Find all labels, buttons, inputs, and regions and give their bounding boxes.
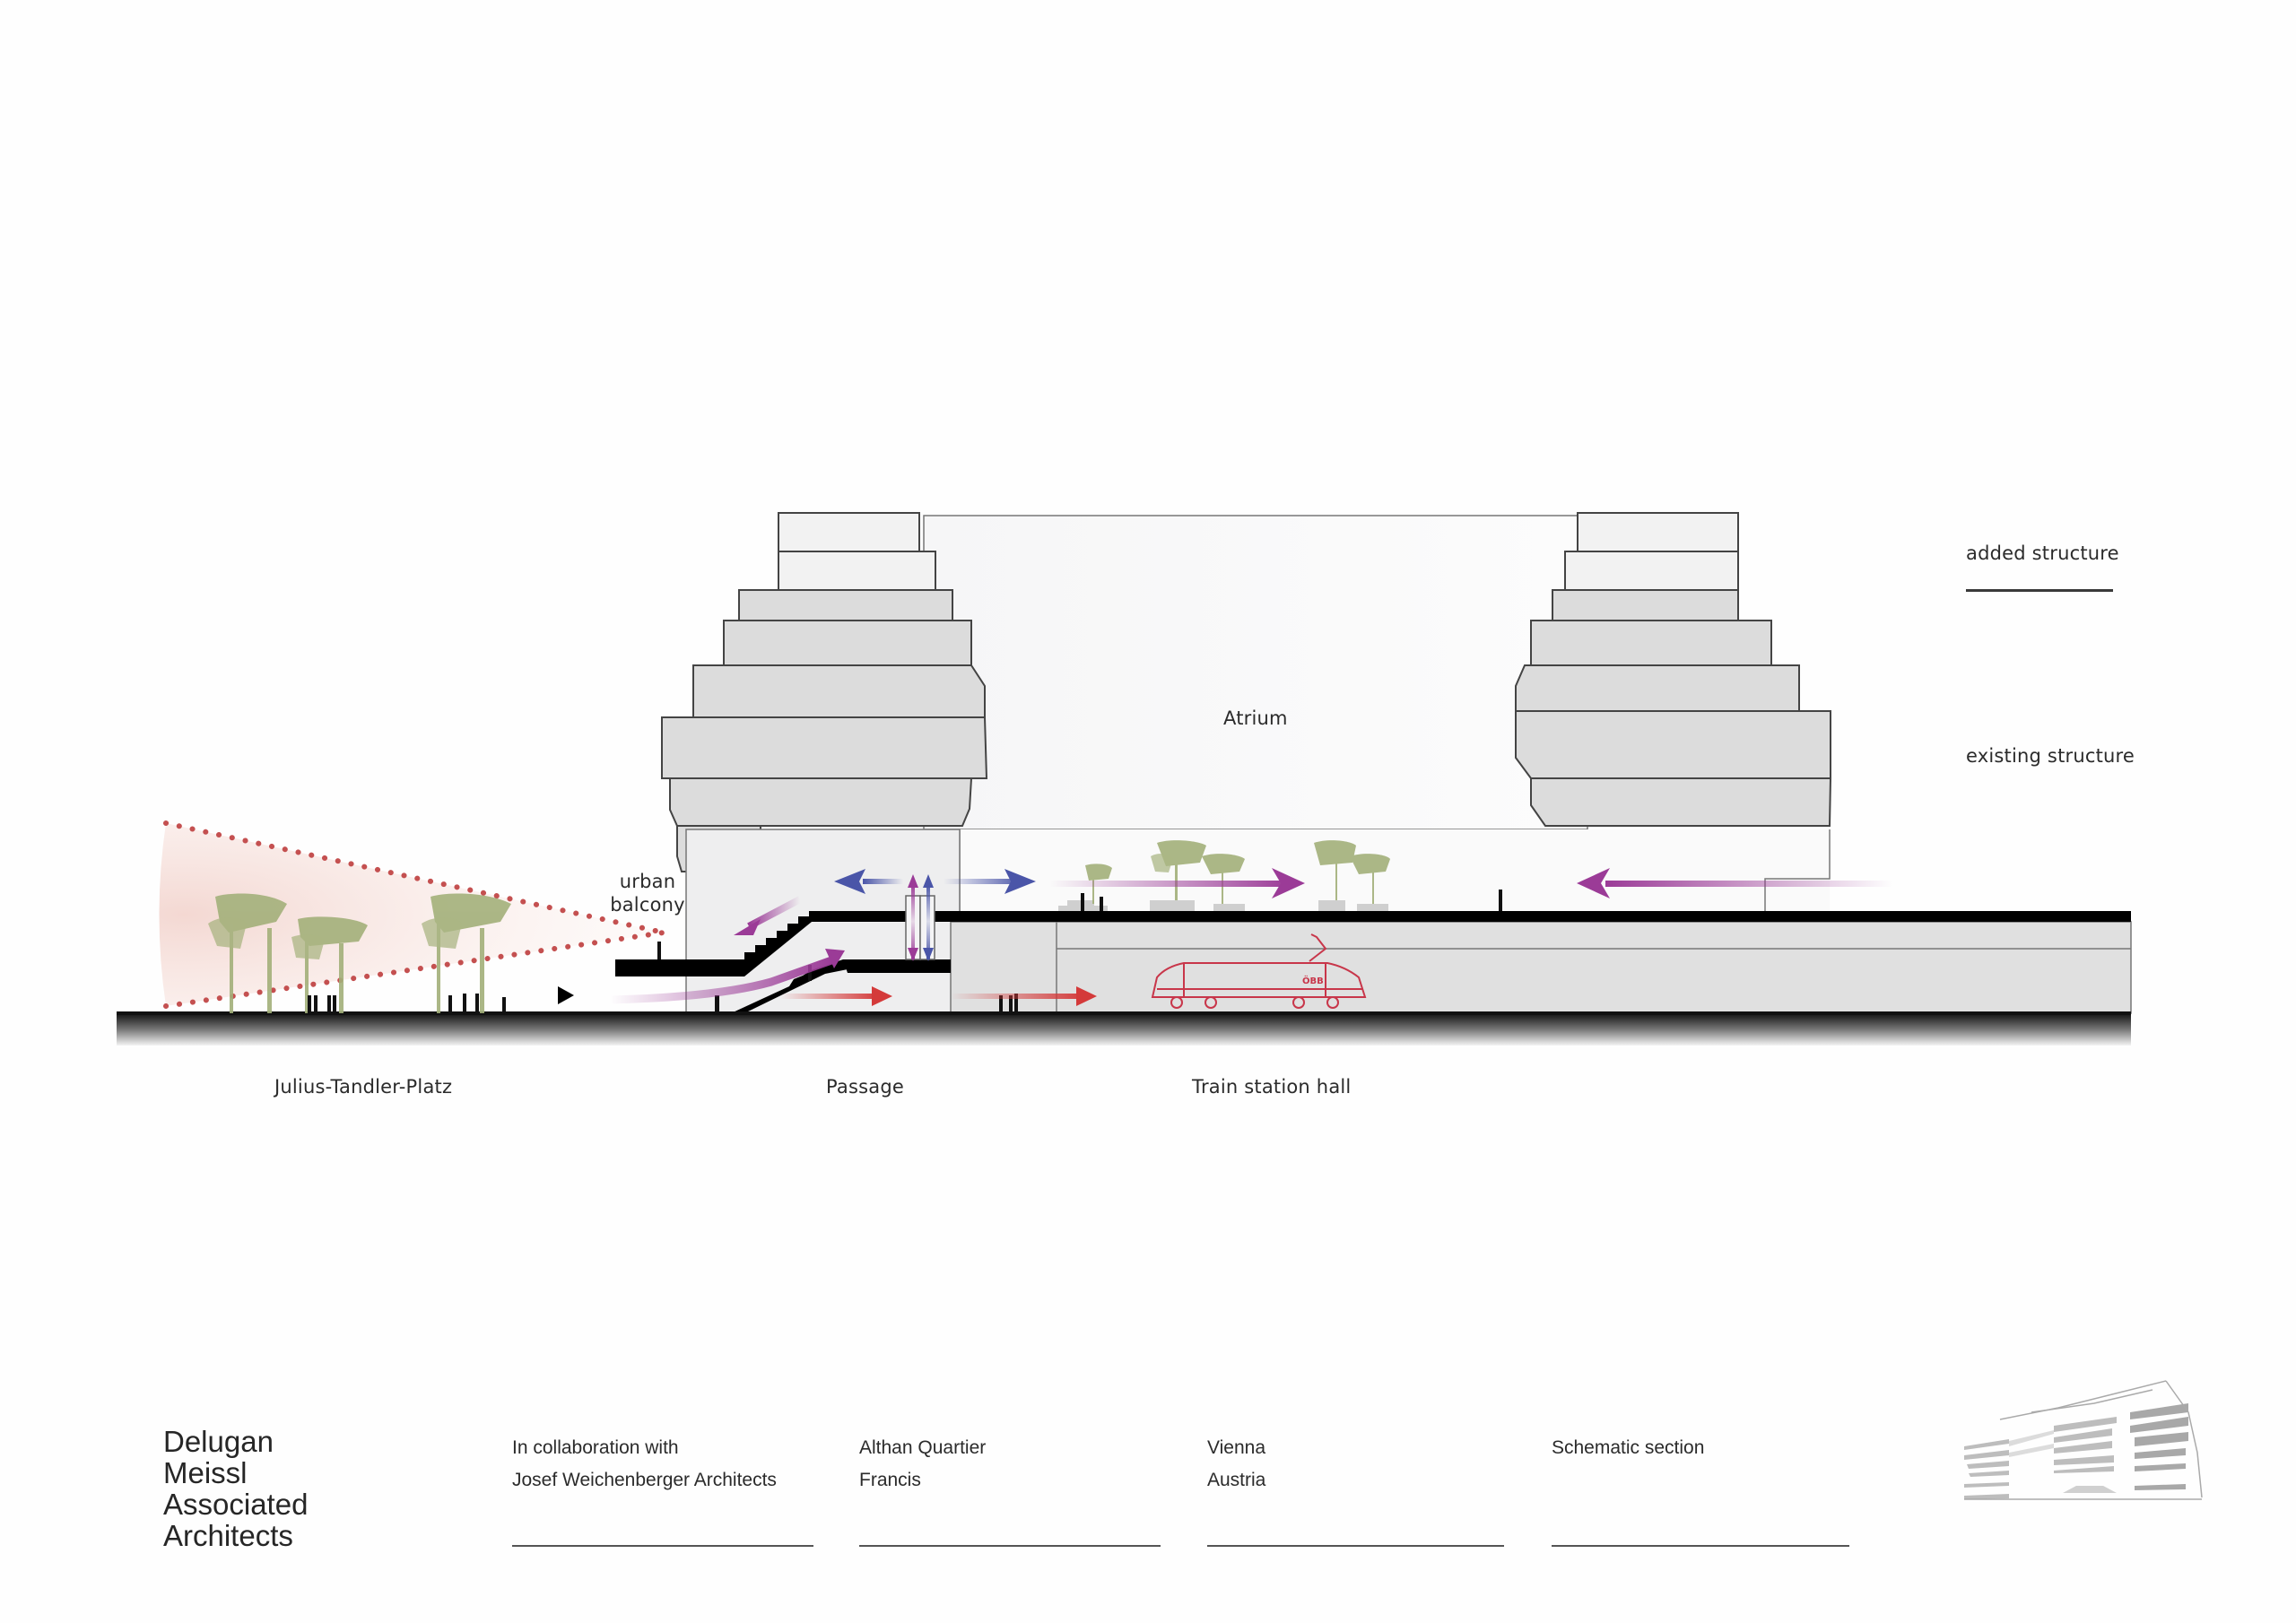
- collaboration-line1: In collaboration with: [512, 1437, 679, 1458]
- firm-name: Delugan Meissl Associated Architects: [163, 1426, 308, 1551]
- flow-arrows: [609, 868, 1892, 1006]
- drawing-type-line1: Schematic section: [1552, 1437, 1705, 1458]
- balcony-and-stairs: [615, 911, 951, 1013]
- roof-slab: [937, 911, 2131, 922]
- svg-text:ÖBB: ÖBB: [1302, 974, 1324, 986]
- atrium-label: Atrium: [1223, 707, 1288, 729]
- entry-triangle-icon: [558, 986, 574, 1004]
- location-block: Vienna Austria: [1207, 1432, 1265, 1497]
- julius-tandler-platz-label: Julius-Tandler-Platz: [274, 1076, 453, 1098]
- urban-balcony-line2: balcony: [610, 894, 685, 916]
- firm-name-line: Meissl: [163, 1456, 248, 1489]
- legend-added-structure-line: [1966, 589, 2113, 592]
- project-line1: Althan Quartier: [859, 1437, 987, 1458]
- right-tower: [1515, 512, 1832, 827]
- legend-added-structure: added structure: [1966, 542, 2119, 564]
- train-locomotive: ÖBB: [1151, 933, 1367, 1009]
- location-line1: Vienna: [1207, 1437, 1266, 1458]
- firm-name-line: Delugan: [163, 1425, 274, 1458]
- location-rule: [1207, 1545, 1504, 1547]
- collaboration-rule: [512, 1545, 813, 1547]
- urban-balcony-label: urban balcony: [610, 870, 685, 916]
- project-rule: [859, 1545, 1161, 1547]
- firm-name-line: Associated: [163, 1488, 309, 1521]
- legend-existing-structure: existing structure: [1966, 745, 2135, 767]
- view-cone: [159, 820, 666, 1009]
- project-line2: Francis: [859, 1470, 921, 1490]
- location-line2: Austria: [1207, 1470, 1266, 1490]
- people-silhouettes: [308, 890, 1502, 1013]
- project-block: Althan Quartier Francis: [859, 1432, 986, 1497]
- collaboration-block: In collaboration with Josef Weichenberge…: [512, 1432, 777, 1497]
- urban-balcony-line1: urban: [619, 871, 676, 892]
- drawing-type-rule: [1552, 1545, 1849, 1547]
- trees: [208, 840, 1390, 1013]
- building-thumbnail-icon: [1964, 1380, 2203, 1500]
- drawing-type-block: Schematic section: [1552, 1432, 1704, 1464]
- ground-line: [117, 1013, 2131, 1046]
- passage-label: Passage: [826, 1076, 904, 1098]
- collaboration-line2: Josef Weichenberger Architects: [512, 1470, 777, 1490]
- firm-name-line: Architects: [163, 1519, 293, 1552]
- station-hall-volume: [950, 921, 2132, 1014]
- train-station-hall-label: Train station hall: [1192, 1076, 1352, 1098]
